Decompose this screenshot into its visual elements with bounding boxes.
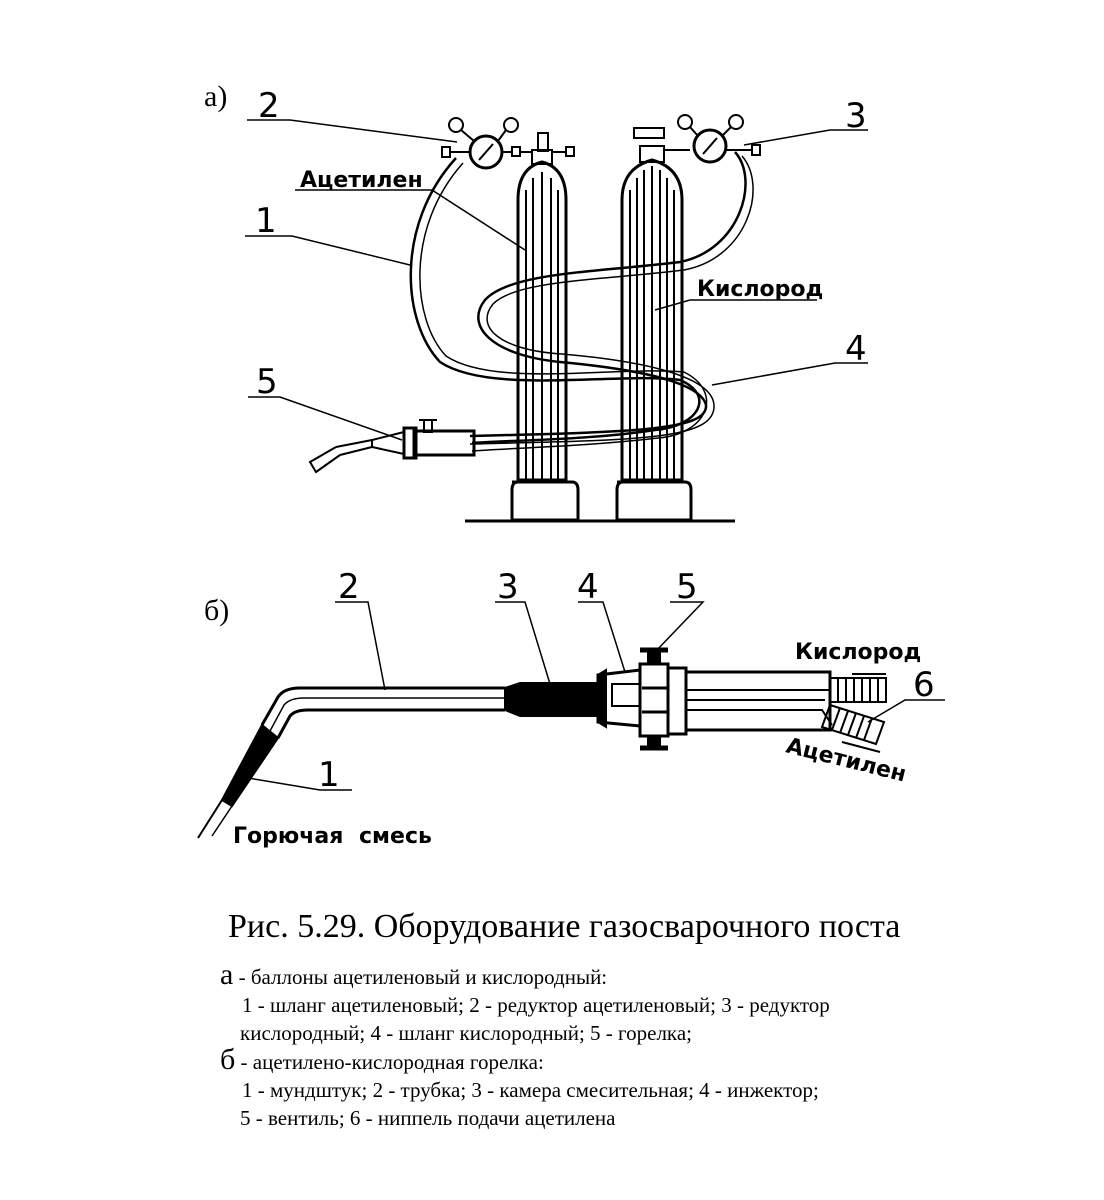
torch-a (308, 419, 476, 474)
caption-a-line: а - баллоны ацетиленовый и кислородный: (220, 958, 607, 992)
oxygen-cylinder (615, 127, 693, 522)
acetylene-label-a: Ацетилен (300, 168, 423, 193)
callout-a-3: 3 (845, 96, 867, 136)
callout-b-2: 2 (338, 567, 360, 607)
torch-diagram (197, 601, 945, 839)
diagram-a-marker: а) (204, 80, 227, 113)
callout-a-5: 5 (256, 362, 278, 402)
caption-a-items-1: 1 - шланг ацетиленовый; 2 - редуктор аце… (242, 993, 830, 1017)
mixture-label: Горючая смесь (233, 824, 432, 849)
callout-b-6: 6 (913, 665, 935, 705)
oxygen-label-b: Кислород (795, 640, 921, 665)
caption-a-items-2: кислородный; 4 - шланг кислородный; 5 - … (240, 1021, 692, 1045)
callout-a-1: 1 (255, 201, 277, 241)
acetylene-hose (409, 157, 701, 445)
acetylene-cylinder (510, 132, 580, 522)
mouthpiece (220, 723, 280, 808)
acetylene-reducer (441, 117, 519, 170)
caption-a-text: - баллоны ацетиленовый и кислородный: (233, 965, 608, 989)
callout-b-5: 5 (676, 567, 698, 607)
acetylene-label-b: Ацетилен (784, 734, 909, 788)
caption-a-letter: а (220, 958, 234, 991)
acetylene-nipple (820, 703, 886, 746)
mixing-chamber (504, 682, 599, 717)
diagram-b-marker: б) (204, 594, 229, 627)
oxygen-hose (469, 151, 747, 438)
caption-b-line: б - ацетилено-кислородная горелка: (220, 1043, 544, 1077)
caption-b-items-2: 5 - вентиль; 6 - ниппель подачи ацетилен… (240, 1106, 616, 1130)
oxygen-reducer (677, 114, 761, 164)
caption-b-items-1: 1 - мундштук; 2 - трубка; 3 - камера сме… (242, 1078, 819, 1102)
caption-b-letter: б (220, 1043, 236, 1076)
callout-a-2: 2 (258, 86, 280, 126)
cylinders-diagram (245, 114, 868, 523)
callout-b-4: 4 (577, 567, 599, 607)
callout-b-3: 3 (497, 567, 519, 607)
equipment-diagram: а) 2 3 1 Ацетилен Кислород 4 5 б) 2 3 4 … (197, 80, 945, 849)
figure-caption-title: Рис. 5.29. Оборудование газосварочного п… (228, 908, 901, 945)
callout-a-4: 4 (845, 329, 867, 369)
caption-b-text: - ацетилено-кислородная горелка: (235, 1050, 544, 1074)
callout-b-1: 1 (318, 755, 340, 795)
valve (640, 647, 668, 751)
oxygen-label-a: Кислород (697, 277, 823, 302)
